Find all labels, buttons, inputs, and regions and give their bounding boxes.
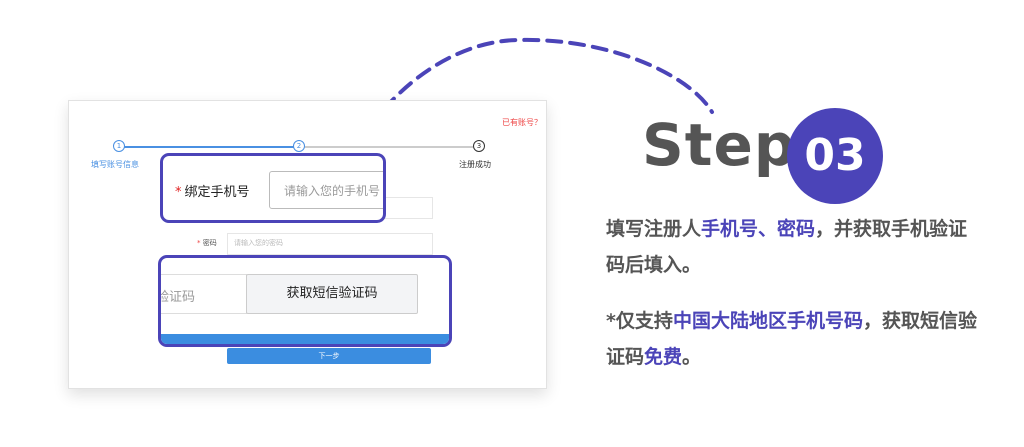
step-3-indicator: 3 bbox=[473, 140, 485, 152]
verification-code-input[interactable]: 验证码 bbox=[158, 274, 247, 314]
next-step-button-partial bbox=[161, 334, 449, 344]
step-2-indicator: 2 bbox=[293, 140, 305, 152]
verification-code-callout: 验证码 获取短信验证码 bbox=[158, 255, 452, 347]
password-placeholder: 请输入您的密码 bbox=[234, 239, 283, 247]
support-note: *仅支持中国大陆地区手机号码，获取短信验证码免费。 bbox=[606, 310, 977, 368]
phone-field-callout: *绑定手机号 请输入您的手机号 bbox=[160, 153, 386, 223]
phone-input[interactable]: 请输入您的手机号 bbox=[269, 171, 383, 209]
step-description: 填写注册人手机号、密码，并获取手机验证码后填入。 bbox=[606, 218, 968, 276]
password-label: * 密码 bbox=[197, 239, 217, 247]
step-heading-word: Step bbox=[642, 111, 797, 179]
step-number-badge: 03 bbox=[787, 108, 883, 204]
progress-bar-remaining bbox=[301, 146, 479, 148]
password-input[interactable] bbox=[227, 233, 433, 255]
verification-code-placeholder: 验证码 bbox=[158, 290, 196, 305]
next-step-button[interactable]: 下一步 bbox=[227, 348, 431, 364]
phone-input-placeholder: 请输入您的手机号 bbox=[284, 184, 381, 198]
get-sms-code-button[interactable]: 获取短信验证码 bbox=[246, 274, 418, 314]
step-3-label: 注册成功 bbox=[459, 160, 491, 169]
step-1-label: 填写账号信息 bbox=[91, 160, 139, 169]
login-link[interactable]: 已有账号？ bbox=[502, 118, 542, 127]
phone-field-label: *绑定手机号 bbox=[175, 185, 250, 200]
step-1-indicator: 1 bbox=[113, 140, 125, 152]
